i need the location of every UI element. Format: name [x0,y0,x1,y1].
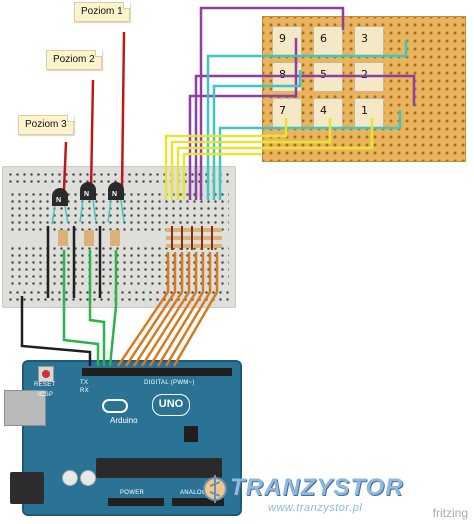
wire-cyan [206,40,408,200]
wire-red [120,31,126,191]
wire-black [20,296,92,366]
tx-label: TX [80,380,89,386]
resistor [166,244,222,248]
usb-connector [4,390,46,426]
transistor-leads [51,199,125,225]
wire-red [89,79,95,191]
transistor-group [52,182,124,206]
wire-group-black [20,226,102,366]
resistor-bands [171,226,213,250]
digital-label: DIGITAL (PWM~) [144,380,195,386]
capacitor [62,470,78,486]
transistor-mark: N [84,191,90,198]
keypad-button-label: 8 [279,68,286,81]
wire-green [62,250,100,366]
fritzing-credit: fritzing [432,506,468,520]
resistor [166,228,222,232]
wire-yellow [164,118,288,200]
keypad-button-label: 5 [320,68,327,81]
breadboard-top-rail [7,171,231,185]
wire-purple [199,6,345,200]
keypad-button-label: 2 [361,68,368,81]
watermark-url: www.tranzystor.pl [268,502,363,514]
wire-orange [140,252,191,367]
wire-green [108,250,118,367]
analog-label: ANALOG IN [180,490,216,496]
power-label: POWER [120,490,145,496]
arduino-brand: Arduino [110,416,138,425]
keypad-button-label: 4 [320,104,327,117]
icsp-header [184,426,198,442]
rx-label: RX [80,388,89,394]
wire-group-red [62,31,126,191]
wire-purple [194,74,416,200]
wire-group-green [62,250,118,367]
transistor-mark: N [112,191,118,198]
wire-yellow [170,118,332,200]
keypad-button-label: 1 [361,104,368,117]
wire-orange [148,252,198,367]
arduino-board: RESET ICSP TX RX DIGITAL (PWM~) UNO Ardu… [4,360,242,516]
resistor-bank [166,228,222,248]
wire-group-cyan [206,40,408,200]
wire-yellow [176,118,374,200]
keypad-button-label: 9 [279,32,286,45]
wire-orange [132,252,184,367]
wire-orange [124,252,177,367]
power-jack [10,472,44,504]
level-label-3: Poziom 3 [18,115,74,135]
wire-cyan [218,110,402,200]
analog-header [172,498,224,506]
wire-green [88,250,106,366]
reset-label: RESET [34,382,56,388]
wire-orange [156,252,205,367]
resistor [166,236,222,240]
wire-red [62,141,68,191]
keypad-button-label: 7 [279,104,286,117]
capacitor [80,470,96,486]
uno-badge: UNO [152,394,190,416]
resistor [84,230,94,246]
keypad-button: 3 [354,26,384,56]
keypad-button: 1 [354,98,384,128]
wire-orange [164,252,212,367]
breadboard-lower-grid [9,245,229,289]
digital-header [82,368,232,376]
wire-purple [188,38,298,200]
reset-button [38,366,54,382]
transistor [108,182,124,200]
transistor [80,182,96,200]
wire-group-purple [188,6,416,200]
wire-yellow [182,152,262,200]
wire-orange [116,252,170,367]
icsp-label: ICSP [38,392,54,398]
keypad-button-label: 3 [361,32,368,45]
level-label-2: Poziom 2 [46,50,102,70]
power-header [108,498,164,506]
watermark-title: TRANZYSTOR [230,474,404,501]
resistor [110,230,120,246]
wire-group-orange [116,252,219,367]
arduino-infinity-logo [102,399,128,413]
transistor [52,188,68,206]
transistor-mark: N [56,197,62,204]
wire-orange [172,252,219,367]
microcontroller-chip [96,458,222,478]
resistor [58,230,68,246]
base-resistors [58,230,120,246]
tranzystor-logo-icon [203,475,227,503]
wire-group-yellow [164,118,374,200]
level-label-1: Poziom 1 [74,2,130,22]
keypad-button-label: 6 [320,32,327,45]
